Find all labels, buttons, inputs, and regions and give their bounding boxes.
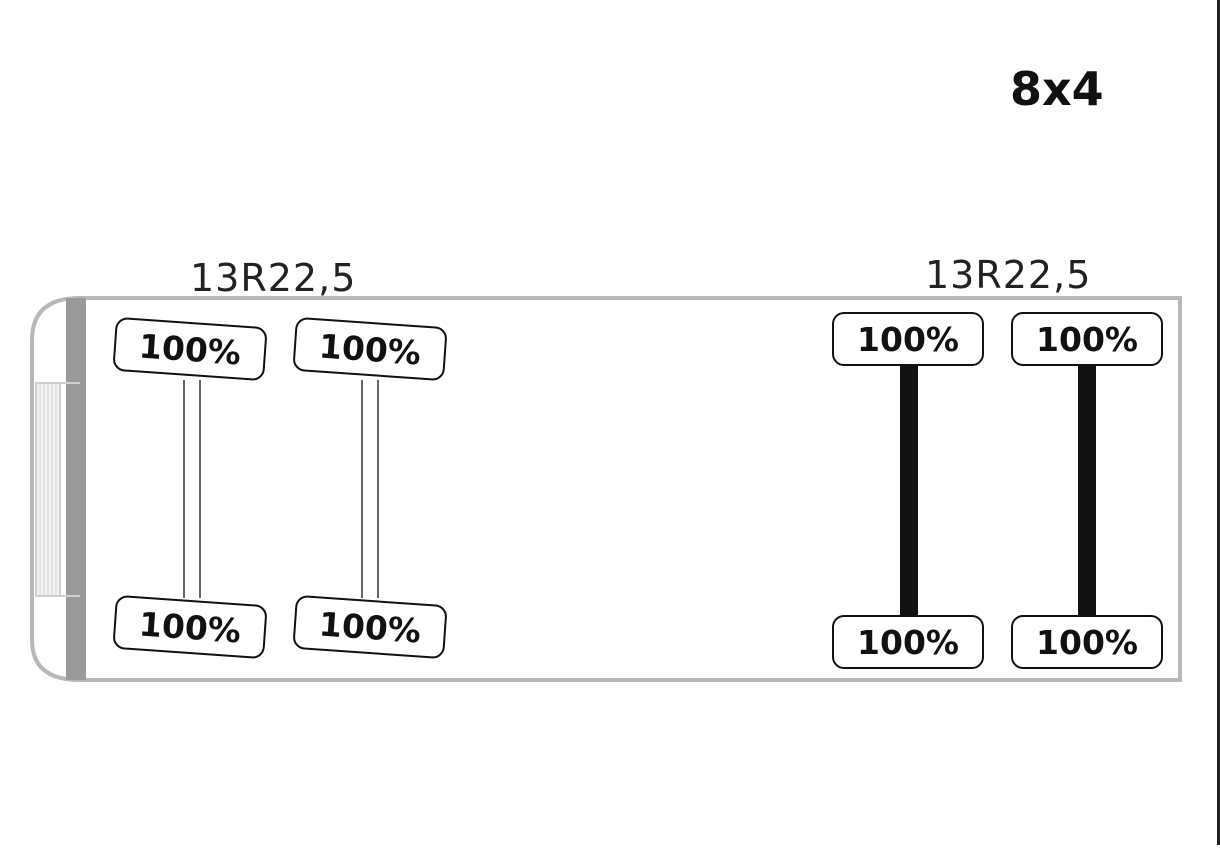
wheel-rear-axle-2-right[interactable]: 100% (1011, 615, 1163, 669)
front-axle-1 (183, 380, 201, 598)
wheel-front-axle-1-left[interactable]: 100% (112, 316, 268, 382)
rear-tire-size-label: 13R22,5 (925, 253, 1092, 297)
wheel-rear-axle-1-left[interactable]: 100% (832, 312, 984, 366)
wheel-front-axle-2-right[interactable]: 100% (292, 594, 448, 660)
rear-axle-1 (900, 366, 918, 616)
wheel-front-axle-2-left[interactable]: 100% (292, 316, 448, 382)
wheel-rear-axle-2-left[interactable]: 100% (1011, 312, 1163, 366)
wheel-front-axle-1-right[interactable]: 100% (112, 594, 268, 660)
image-right-border (1217, 0, 1220, 845)
front-tire-size-label: 13R22,5 (190, 256, 357, 300)
front-axle-2 (361, 380, 379, 598)
axle-configuration-title: 8x4 (1010, 62, 1104, 116)
wheel-rear-axle-1-right[interactable]: 100% (832, 615, 984, 669)
cab-bar (66, 298, 86, 680)
rear-axle-2 (1078, 366, 1096, 616)
